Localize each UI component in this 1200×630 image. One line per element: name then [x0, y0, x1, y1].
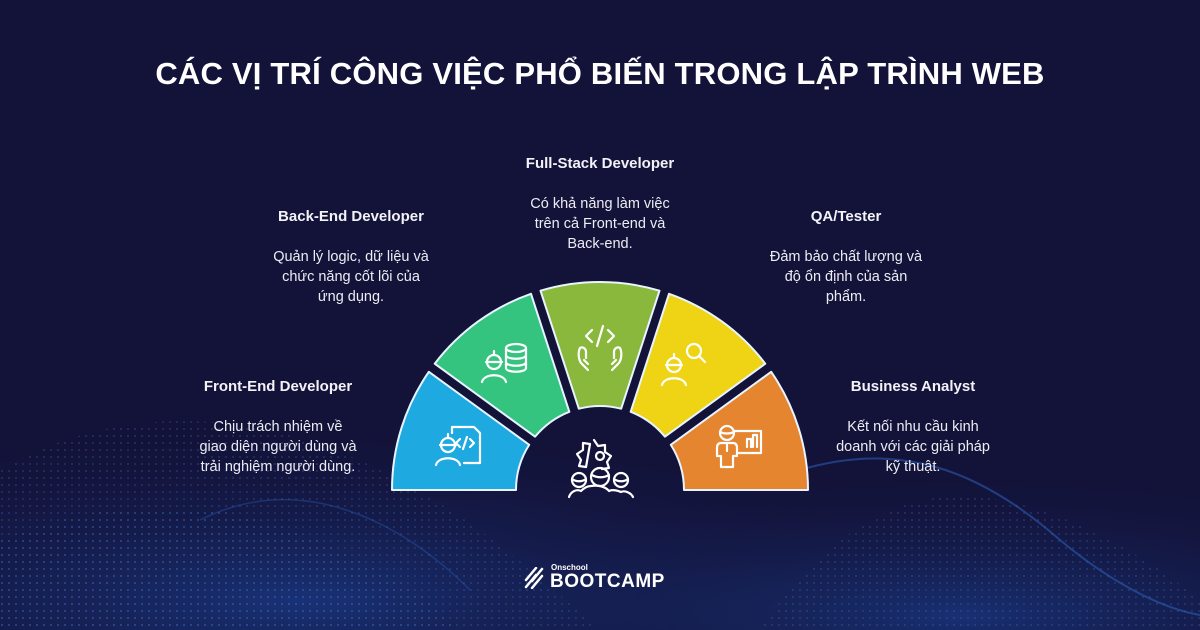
analyst-presentation-icon — [715, 424, 763, 469]
role-front-end-label: Front-End Developer Chịu trách nhiệm về … — [158, 378, 398, 477]
developer-code-icon — [434, 425, 482, 467]
page-title: CÁC VỊ TRÍ CÔNG VIỆC PHỔ BIẾN TRONG LẬP … — [155, 56, 1045, 91]
role-description: Đảm bảo chất lượng và độ ổn định của sản… — [769, 249, 923, 305]
developer-database-icon — [480, 342, 528, 384]
role-title: Back-End Developer — [278, 208, 424, 225]
role-business-analyst-label: Business Analyst Kết nối nhu cầu kinh do… — [793, 378, 1033, 477]
team-gear-icon — [567, 438, 635, 499]
role-description: Quản lý logic, dữ liệu và chức năng cốt … — [273, 249, 429, 305]
onschool-bootcamp-logo: Onschool BOOTCAMP — [524, 563, 665, 592]
role-title: QA/Tester — [810, 208, 882, 225]
segment-front-end — [391, 370, 531, 491]
logo-big-text: BOOTCAMP — [550, 571, 665, 592]
segment-full-stack — [539, 281, 661, 410]
hands-code-icon — [577, 324, 623, 372]
role-full-stack-label: Full-Stack Developer Có khả năng làm việ… — [480, 155, 720, 254]
bolt-logo-icon — [524, 566, 544, 589]
logo-small-text: Onschool — [551, 563, 588, 572]
role-qa-tester-label: QA/Tester Đảm bảo chất lượng và độ ổn đị… — [726, 208, 966, 307]
role-title: Front-End Developer — [203, 378, 353, 395]
segment-qa-tester — [629, 292, 767, 438]
role-back-end-label: Back-End Developer Quản lý logic, dữ liệ… — [231, 208, 471, 307]
role-title: Full-Stack Developer — [525, 155, 675, 172]
role-description: Chịu trách nhiệm về giao diện người dùng… — [199, 419, 357, 475]
role-title: Business Analyst — [850, 378, 976, 395]
segment-back-end — [433, 292, 571, 438]
tester-magnifier-icon — [660, 342, 707, 387]
role-description: Có khả năng làm việc trên cả Front-end v… — [530, 196, 670, 252]
role-description: Kết nối nhu cầu kinh doanh với các giải … — [836, 419, 990, 475]
